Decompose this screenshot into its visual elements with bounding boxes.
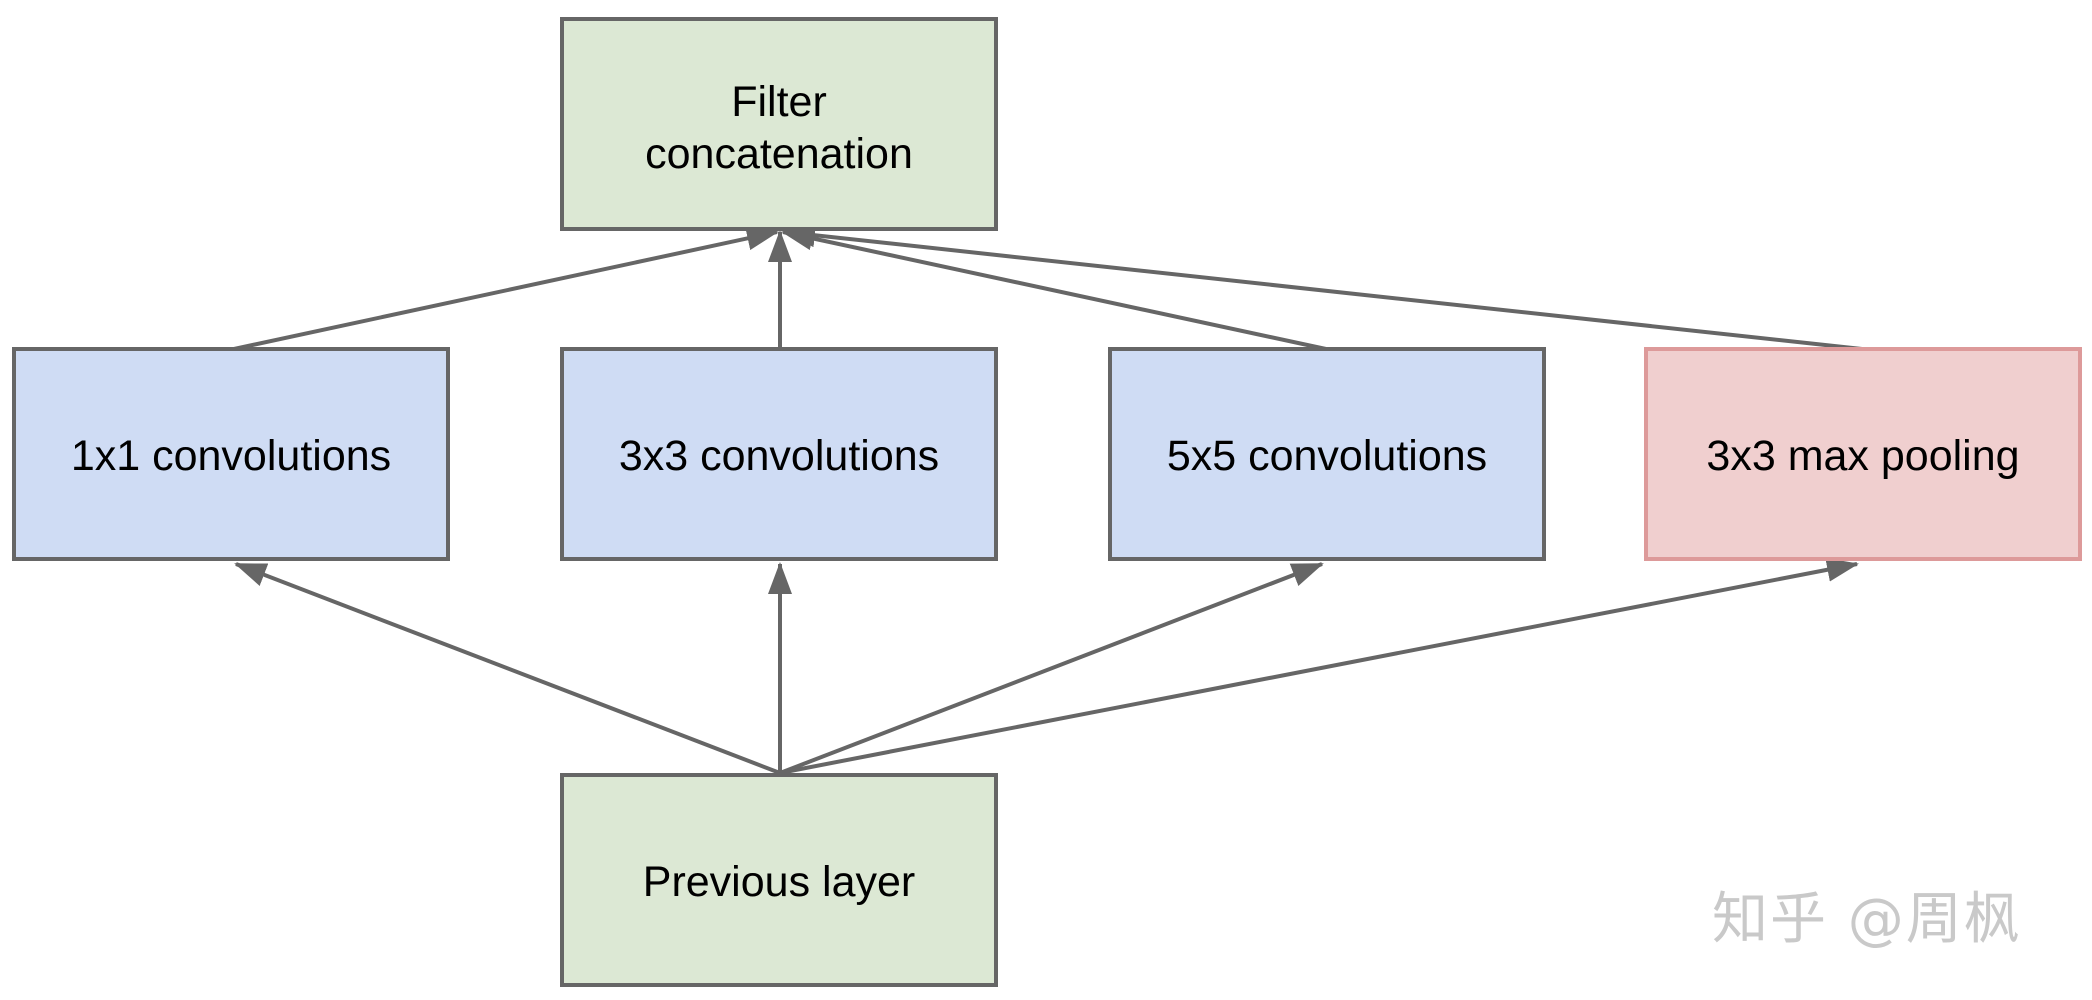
max-pooling-node: 3x3 max pooling (1644, 347, 2082, 561)
filter-concatenation-node: Filter concatenation (560, 17, 998, 231)
conv-1x1-label: 1x1 convolutions (71, 432, 391, 480)
conv-5x5-node: 5x5 convolutions (1108, 347, 1546, 561)
conv-3x3-node: 3x3 convolutions (560, 347, 998, 561)
filter-concatenation-label-line-2: concatenation (645, 130, 913, 178)
edge-conv1x1-to-filter-concat (233, 226, 779, 351)
conv-1x1-box (12, 347, 450, 561)
previous-layer-node: Previous layer (560, 773, 998, 987)
edge-previous-to-conv1x1 (234, 562, 781, 775)
conv-5x5-box (1108, 347, 1546, 561)
conv-3x3-box (560, 347, 998, 561)
max-pooling-box (1644, 347, 2082, 561)
watermark: 知乎 @周枫 (1712, 886, 2022, 952)
conv-3x3-label: 3x3 convolutions (619, 432, 939, 480)
edge-previous-to-conv5x5 (779, 562, 1324, 775)
edge-maxpool-to-filter-concat (783, 223, 1863, 351)
previous-layer-box (560, 773, 998, 987)
previous-layer-label: Previous layer (643, 858, 915, 906)
edge-previous-to-maxpool (779, 557, 1859, 775)
conv-5x5-label: 5x5 convolutions (1167, 432, 1487, 480)
edge-conv5x5-to-filter-concat (781, 226, 1327, 351)
filter-concatenation-label-line-1: Filter (731, 78, 827, 126)
max-pooling-label: 3x3 max pooling (1706, 432, 2019, 480)
conv-1x1-node: 1x1 convolutions (12, 347, 450, 561)
filter-concatenation-box (560, 17, 998, 231)
